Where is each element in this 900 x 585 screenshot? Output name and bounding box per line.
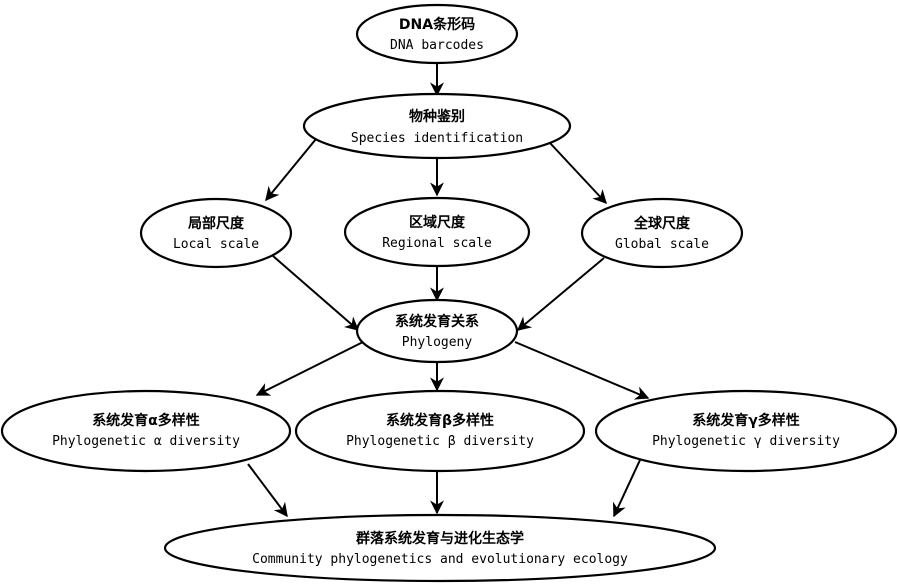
node-global-scale: 全球尺度 Global scale <box>580 197 744 269</box>
node-beta-diversity-en: Phylogenetic β diversity <box>346 434 534 449</box>
edge-alpha-to-community <box>247 463 288 518</box>
node-community-ecology-en: Community phylogenetics and evolutionary… <box>252 552 628 567</box>
node-local-scale-zh: 局部尺度 <box>188 215 245 232</box>
edge-phylogeny-to-alpha <box>255 341 364 396</box>
node-gamma-diversity-en: Phylogenetic γ diversity <box>652 434 840 449</box>
node-global-scale-zh: 全球尺度 <box>633 215 691 232</box>
node-dna-barcodes-zh: DNA条形码 <box>399 16 475 33</box>
node-gamma-diversity-zh: 系统发育γ多样性 <box>692 412 800 429</box>
node-local-scale-en: Local scale <box>173 237 259 252</box>
node-regional-scale-zh: 区域尺度 <box>409 214 466 231</box>
node-alpha-diversity: 系统发育α多样性 Phylogenetic α diversity <box>0 389 292 473</box>
node-species-identification: 物种鉴别 Species identification <box>302 92 572 160</box>
node-global-scale-en: Global scale <box>615 237 709 252</box>
node-community-ecology: 群落系统发育与进化生态学 Community phylogenetics and… <box>163 513 717 583</box>
node-alpha-diversity-zh: 系统发育α多样性 <box>92 412 200 429</box>
node-dna-barcodes-en: DNA barcodes <box>390 38 484 53</box>
node-alpha-diversity-en: Phylogenetic α diversity <box>52 434 240 449</box>
node-local-scale: 局部尺度 Local scale <box>139 197 293 269</box>
edge-global-to-phylogeny <box>516 257 605 331</box>
node-phylogeny-en: Phylogeny <box>402 335 473 350</box>
node-regional-scale: 区域尺度 Regional scale <box>343 196 531 268</box>
node-gamma-diversity: 系统发育γ多样性 Phylogenetic γ diversity <box>594 389 898 473</box>
node-phylogeny-zh: 系统发育关系 <box>395 313 479 330</box>
edge-species-to-global <box>549 142 607 205</box>
node-regional-scale-en: Regional scale <box>382 236 492 251</box>
node-beta-diversity: 系统发育β多样性 Phylogenetic β diversity <box>294 389 586 473</box>
node-species-identification-en: Species identification <box>351 131 523 146</box>
node-beta-diversity-zh: 系统发育β多样性 <box>386 412 494 429</box>
edge-phylogeny-to-gamma <box>514 341 650 400</box>
edges <box>247 62 650 518</box>
node-dna-barcodes: DNA条形码 DNA barcodes <box>355 3 519 65</box>
edge-species-to-local <box>265 138 317 202</box>
edge-gamma-to-community <box>612 459 641 518</box>
node-community-ecology-zh: 群落系统发育与进化生态学 <box>355 530 524 547</box>
node-species-identification-zh: 物种鉴别 <box>409 108 465 125</box>
node-phylogeny: 系统发育关系 Phylogeny <box>355 298 519 364</box>
edge-local-to-phylogeny <box>272 255 360 331</box>
